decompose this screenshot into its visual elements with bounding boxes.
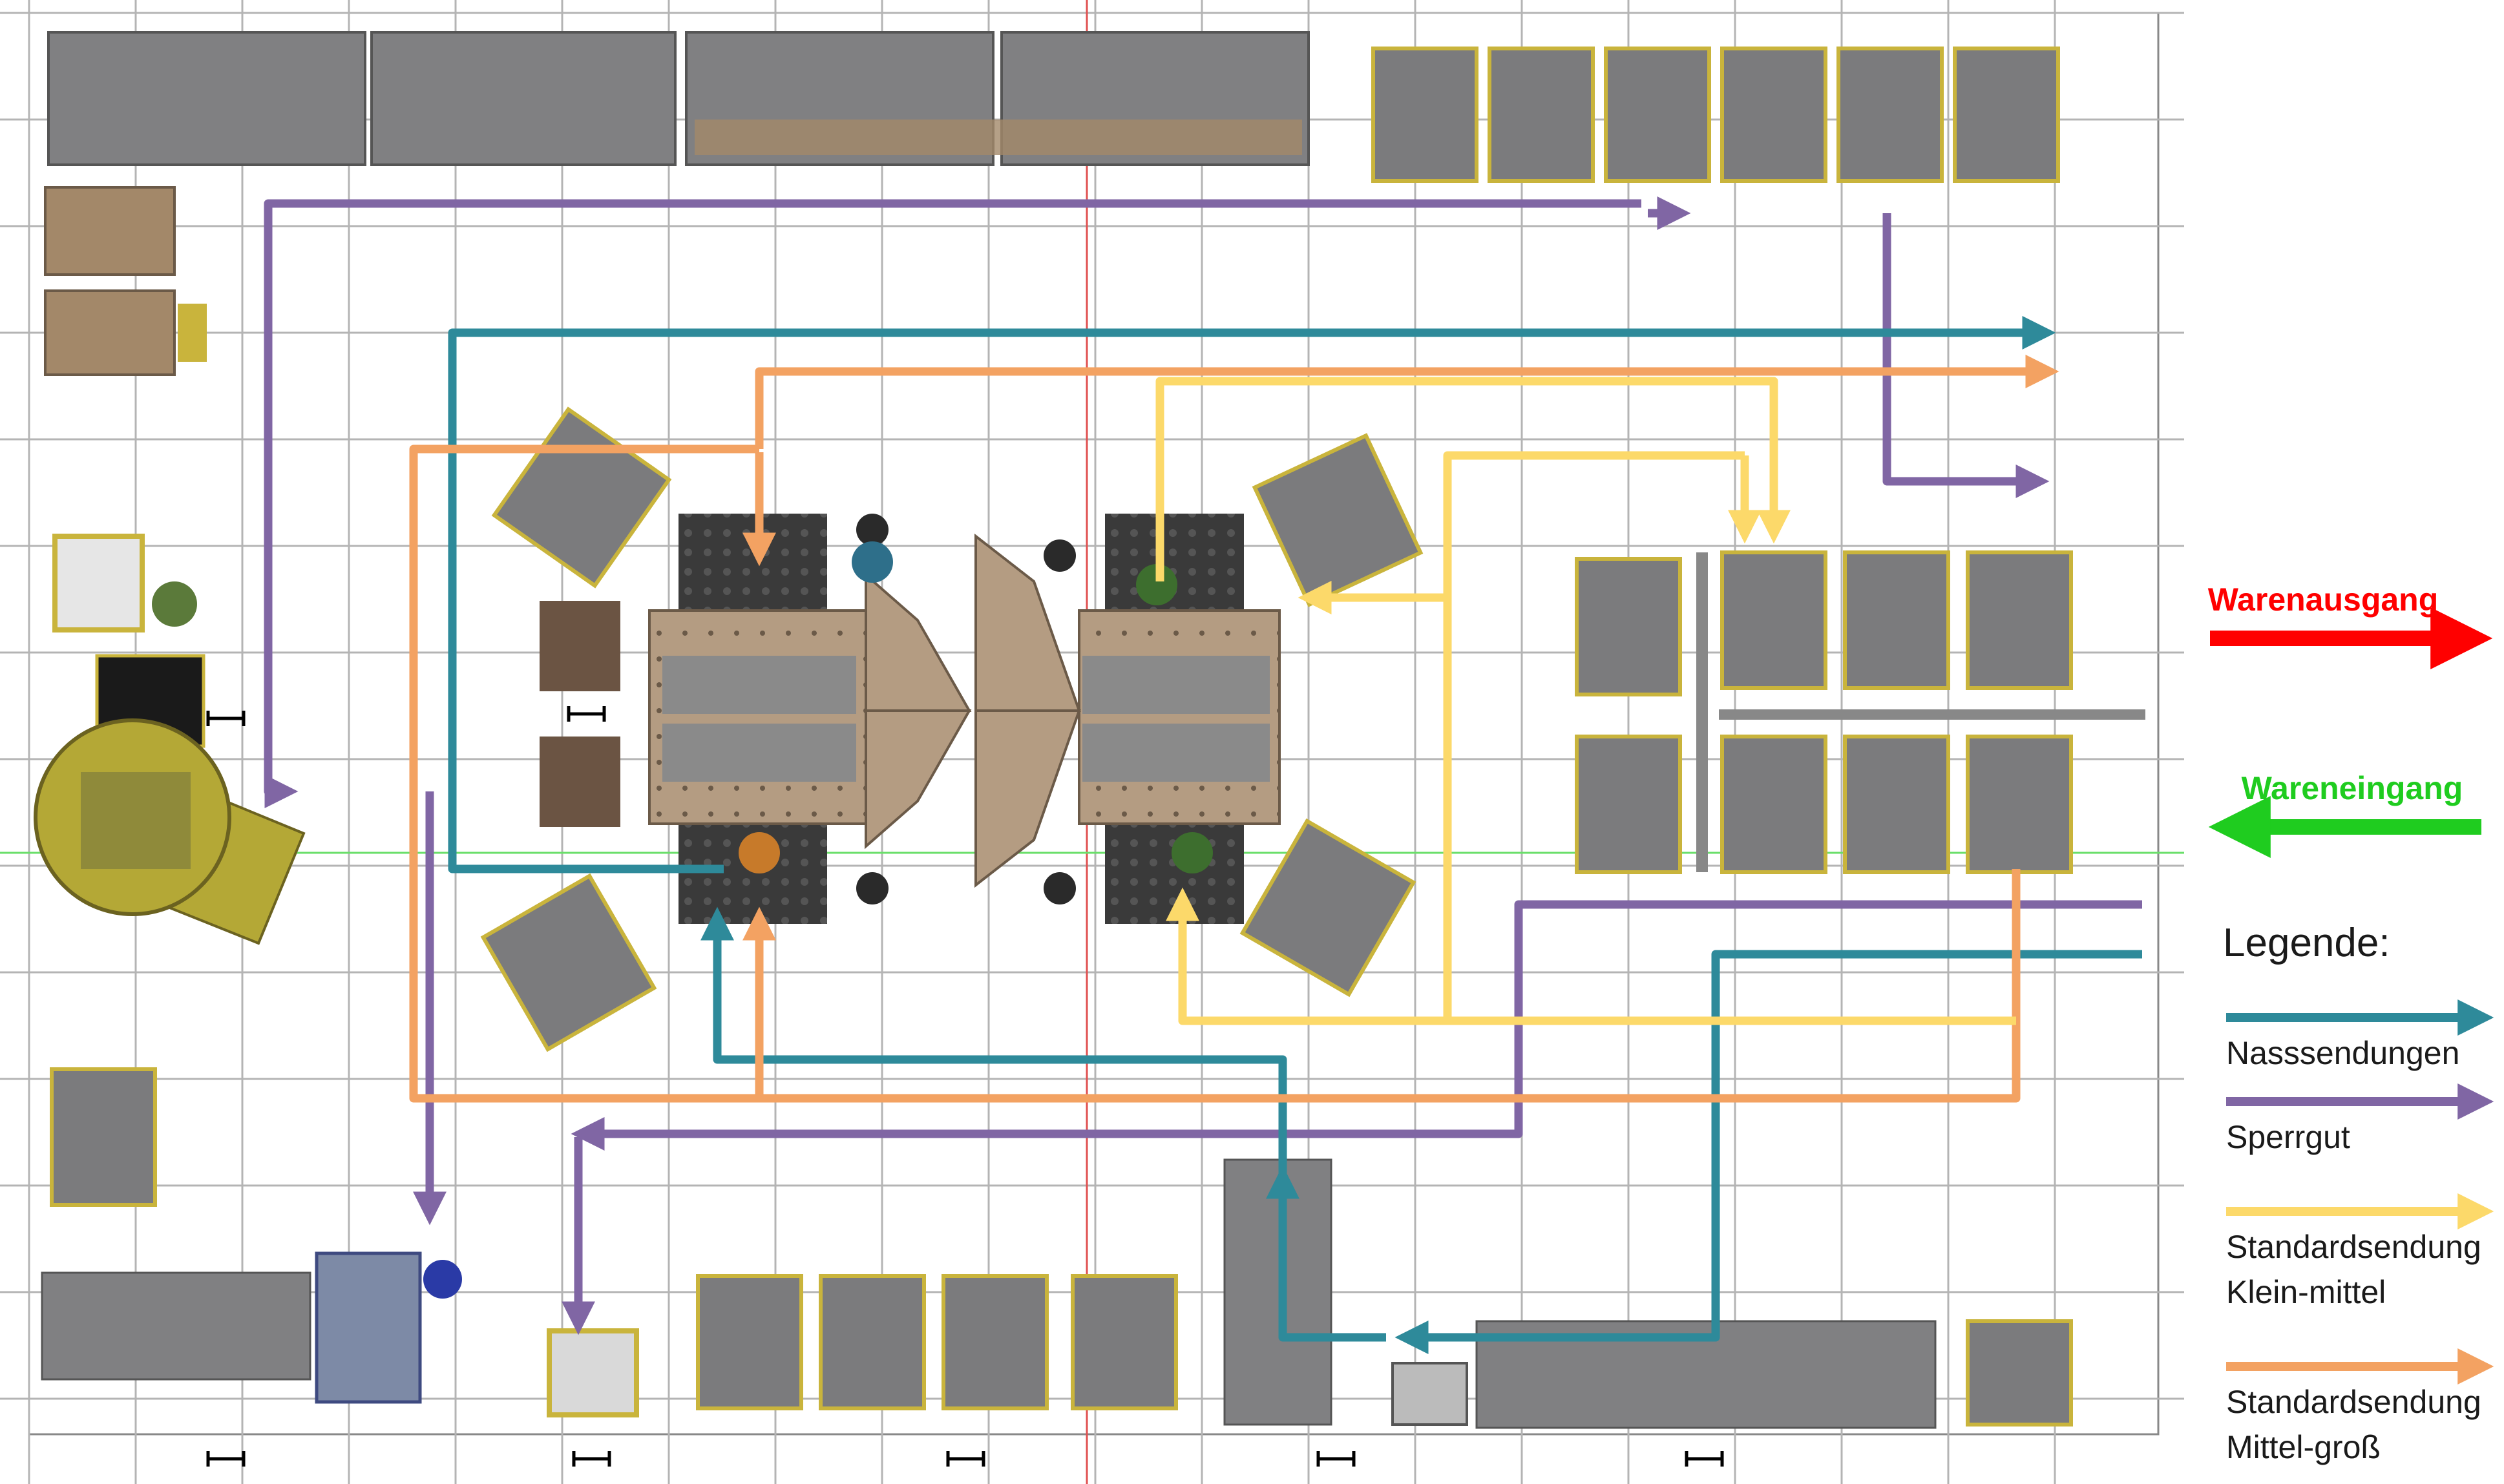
workers-center: [739, 541, 1213, 873]
legend-title: Legende:: [2223, 921, 2390, 965]
legend: NasssendungenSperrgutStandardsendungKlei…: [2226, 999, 2494, 1465]
pallets-top-left: [44, 186, 176, 376]
top-racking: [47, 31, 1310, 166]
legend-label-bulky: Sperrgut: [2226, 1119, 2350, 1155]
outbound-label: Warenausgang: [2208, 581, 2439, 618]
robots: [856, 514, 1076, 904]
flow-wet: [448, 316, 2142, 1354]
stretch-wrapper: [315, 1251, 422, 1404]
rack-bottom-left: [50, 1067, 157, 1207]
legend-label-small: Standardsendung: [2226, 1229, 2481, 1265]
legend-label-wet: Nasssendungen: [2226, 1035, 2459, 1071]
inbound-label: Wareneingang: [2242, 770, 2463, 806]
worker-left: [152, 581, 197, 627]
legend-label-large: Mittel-groß: [2226, 1429, 2381, 1465]
workstation-bottom: [547, 1328, 639, 1417]
buffer-places: [480, 406, 1424, 1052]
workstation-left: [52, 534, 145, 632]
conveyor-bottom-left: [41, 1271, 311, 1381]
flow-small: [1155, 377, 2016, 1025]
legend-label-small: Klein-mittel: [2226, 1274, 2386, 1310]
turntable-pallet: [81, 772, 191, 869]
storage-blocks-bottom: [696, 1274, 2073, 1427]
divider-bar-horizontal: [1719, 709, 2145, 720]
worker-bottom: [423, 1260, 462, 1299]
dimension-marks: [206, 706, 1724, 1467]
storage-blocks-right: [1575, 550, 2073, 874]
pallet-jack: [178, 304, 207, 362]
labels-right: Warenausgang Wareneingang Legende:: [2208, 581, 2493, 965]
small-cabinet: [1391, 1362, 1468, 1426]
legend-label-large: Standardsendung: [2226, 1384, 2481, 1420]
divider-bar-vertical: [1696, 552, 1708, 872]
work-island-left: [540, 514, 972, 924]
storage-blocks-top-right: [1371, 47, 2060, 183]
elevator-shaft: [1223, 1158, 1332, 1426]
